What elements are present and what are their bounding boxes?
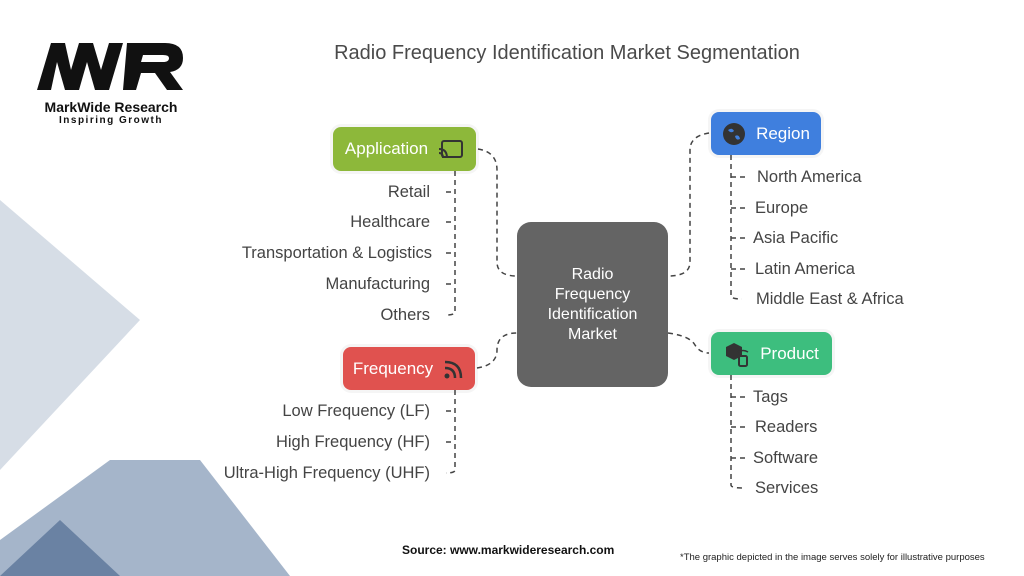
- region-item: Middle East & Africa: [756, 290, 904, 308]
- footnote: *The graphic depicted in the image serve…: [680, 552, 985, 563]
- signal-icon: [444, 360, 463, 378]
- connectors: [445, 132, 745, 489]
- mwr-logo-mark: [37, 43, 183, 90]
- frequency-item: Ultra-High Frequency (UHF): [223, 464, 430, 482]
- center-node: Radio Frequency Identification Market: [517, 222, 668, 387]
- application-item: Transportation & Logistics: [241, 244, 432, 262]
- logo-name: MarkWide Research: [44, 99, 178, 115]
- product-item: Software: [753, 449, 819, 467]
- page-title: Radio Frequency Identification Market Se…: [334, 42, 800, 64]
- region-item: Asia Pacific: [753, 229, 839, 247]
- application-item: Manufacturing: [325, 275, 430, 293]
- region-item: North America: [757, 168, 862, 186]
- application-item: Healthcare: [350, 213, 430, 231]
- globe-icon: [723, 122, 746, 145]
- product-item: Readers: [755, 418, 818, 436]
- region-item: Europe: [755, 199, 809, 217]
- frequency-label: Frequency: [352, 358, 434, 378]
- product-item: Services: [755, 479, 819, 497]
- product-item: Tags: [753, 388, 788, 406]
- frequency-node: Frequency: [343, 347, 475, 390]
- region-item: Latin America: [755, 260, 855, 278]
- package-rfid-icon: [726, 342, 749, 367]
- product-label: Product: [760, 343, 819, 363]
- frequency-item: High Frequency (HF): [275, 433, 430, 451]
- application-item: Others: [380, 306, 430, 324]
- region-label: Region: [756, 123, 810, 143]
- product-node: Product: [711, 332, 832, 375]
- region-node: Region: [711, 112, 821, 155]
- center-label: Radio Frequency Identification Market: [547, 265, 638, 343]
- cast-icon: [439, 140, 464, 159]
- logo-tagline: Inspiring Growth: [59, 115, 163, 126]
- source-text: Source: www.markwideresearch.com: [402, 543, 615, 557]
- application-label: Application: [344, 139, 429, 158]
- application-item: Retail: [387, 183, 430, 201]
- application-node: Application: [333, 127, 476, 171]
- logo: MarkWide Research Inspiring Growth: [35, 40, 187, 126]
- frequency-item: Low Frequency (LF): [282, 402, 430, 420]
